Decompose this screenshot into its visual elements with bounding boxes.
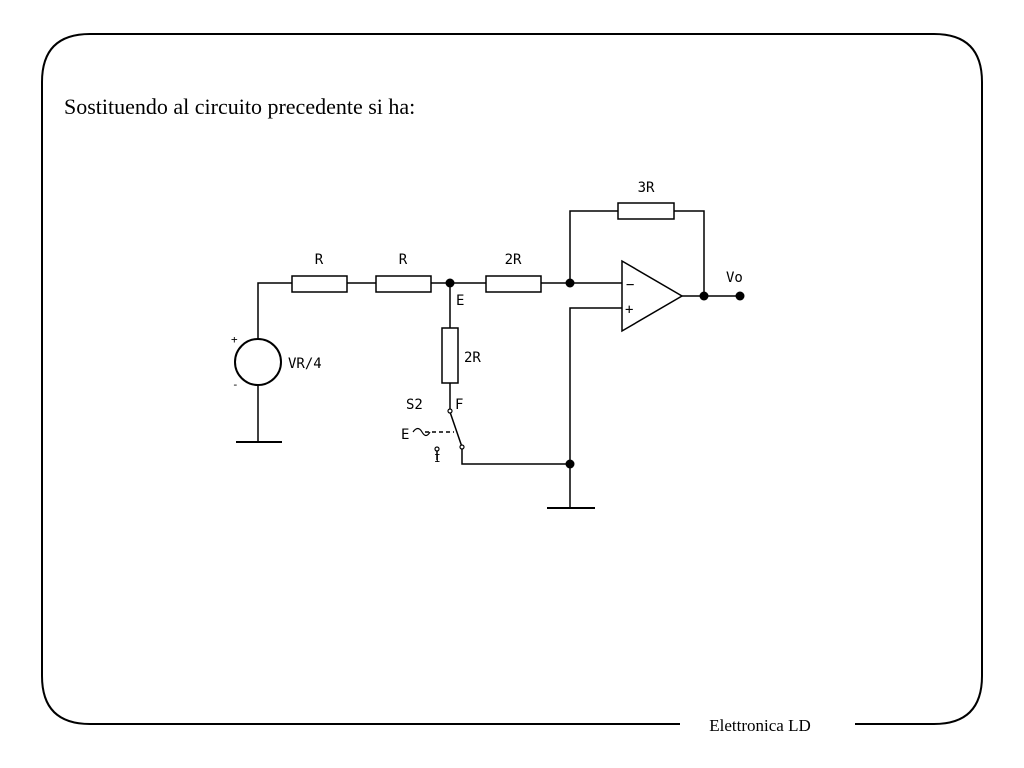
wire-source-top — [257, 282, 292, 340]
opamp-symbol — [621, 259, 684, 333]
wire-noninverting — [569, 307, 622, 508]
label-switch-pos-i: I — [434, 452, 441, 465]
label-opamp-noninverting: + — [625, 302, 633, 318]
switch-terminal-i — [434, 446, 440, 452]
output-terminal — [735, 291, 745, 301]
label-source-minus: - — [232, 378, 239, 391]
resistor-feedback-3r — [617, 202, 675, 220]
switch-blade — [449, 411, 463, 448]
label-output: Vo — [726, 270, 743, 286]
frame-border — [41, 33, 983, 725]
wire-switch-to-ground — [461, 447, 570, 465]
resistor-r1 — [291, 275, 348, 293]
circuit-diagram: R R 2R 3R 2R E F S2 VR/4 Vo − + + - E I — [231, 180, 745, 509]
intro-text: Sostituendo al circuito precedente si ha… — [64, 94, 416, 119]
wire-feedback-left — [569, 210, 618, 283]
resistor-shunt-2r — [441, 327, 459, 384]
node-output-junction — [699, 291, 709, 301]
switch-terminal-f — [447, 408, 453, 414]
wire-feedback-right — [674, 210, 705, 296]
label-r1: R — [315, 252, 324, 268]
voltage-source — [234, 338, 282, 386]
label-switch-s2: S2 — [406, 397, 423, 413]
label-node-f: F — [455, 397, 463, 413]
node-inverting-junction — [565, 278, 575, 288]
resistor-series-2r — [485, 275, 542, 293]
switch-actuator-wave — [412, 427, 431, 437]
label-r2: R — [399, 252, 408, 268]
footer-label: Elettronica LD — [709, 716, 811, 735]
label-switch-pos-e: E — [401, 427, 409, 443]
label-source-plus: + — [231, 333, 238, 346]
label-node-e: E — [456, 293, 464, 309]
label-shunt-2r: 2R — [464, 350, 481, 366]
resistor-r2 — [375, 275, 432, 293]
node-ground-junction — [565, 459, 575, 469]
label-opamp-inverting: − — [626, 277, 634, 293]
label-source: VR/4 — [288, 356, 322, 372]
label-series-2r: 2R — [505, 252, 522, 268]
node-e-junction — [445, 278, 455, 288]
switch-terminal-ground — [459, 444, 465, 450]
label-feedback-3r: 3R — [638, 180, 655, 196]
